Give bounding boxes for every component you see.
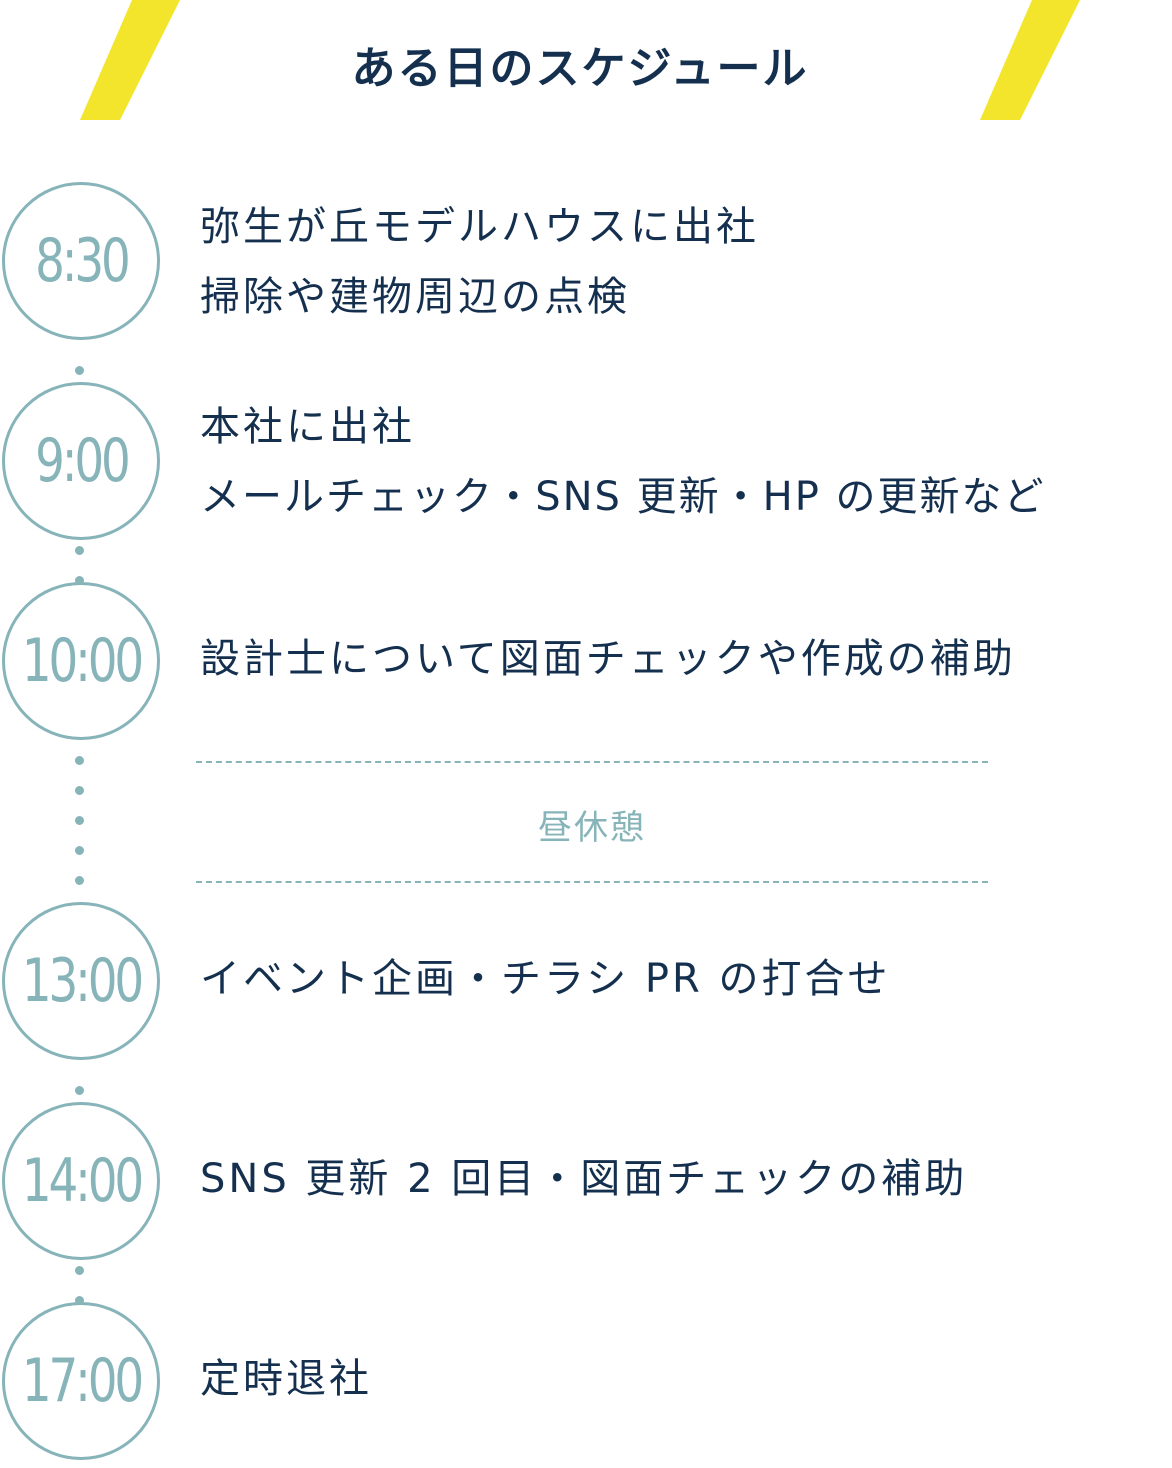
time-label: 8:30	[34, 226, 131, 296]
timeline-dot	[75, 846, 84, 855]
time-label: 10:00	[21, 626, 143, 696]
lunch-break-label: 昼休憩	[538, 808, 646, 848]
time-label: 17:00	[21, 1346, 143, 1416]
timeline-dot	[75, 1296, 84, 1305]
timeline-dot	[75, 756, 84, 765]
schedule-item-1: 弥生が丘モデルハウスに出社 掃除や建物周辺の点検	[200, 192, 759, 332]
item-line: 設計士について図面チェックや作成の補助	[200, 636, 1016, 682]
break-divider-top	[196, 761, 988, 763]
timeline-dot	[75, 576, 84, 585]
schedule-item-2: 本社に出社 メールチェック・SNS 更新・HP の更新など	[200, 392, 1046, 532]
time-circle-0900: 9:00	[2, 382, 160, 540]
schedule-item-4: イベント企画・チラシ PR の打合せ	[200, 944, 891, 1014]
left-slash-decoration	[80, 0, 180, 120]
item-line: SNS 更新 2 回目・図面チェックの補助	[200, 1156, 968, 1202]
item-line: 掃除や建物周辺の点検	[200, 274, 630, 320]
item-line: 弥生が丘モデルハウスに出社	[200, 204, 759, 250]
timeline-dot	[75, 366, 84, 375]
timeline-dot	[75, 876, 84, 885]
item-line: メールチェック・SNS 更新・HP の更新など	[200, 474, 1046, 520]
time-circle-1300: 13:00	[2, 902, 160, 1060]
time-label: 13:00	[21, 946, 143, 1016]
timeline-dot	[75, 786, 84, 795]
time-circle-1700: 17:00	[2, 1302, 160, 1460]
item-line: 本社に出社	[200, 404, 415, 450]
schedule-item-3: 設計士について図面チェックや作成の補助	[200, 624, 1016, 694]
time-circle-1000: 10:00	[2, 582, 160, 740]
timeline-dot	[75, 1266, 84, 1275]
time-circle-0830: 8:30	[2, 182, 160, 340]
timeline-dot	[75, 546, 84, 555]
break-divider-bottom	[196, 881, 988, 883]
timeline-dot	[75, 816, 84, 825]
right-slash-decoration	[980, 0, 1080, 120]
item-line: 定時退社	[200, 1356, 372, 1402]
timeline-dot	[75, 1086, 84, 1095]
time-circle-1400: 14:00	[2, 1102, 160, 1260]
schedule-item-5: SNS 更新 2 回目・図面チェックの補助	[200, 1144, 967, 1214]
schedule-item-6: 定時退社	[200, 1344, 372, 1414]
time-label: 14:00	[21, 1146, 143, 1216]
page-title: ある日のスケジュール	[351, 43, 809, 94]
time-label: 9:00	[34, 426, 131, 496]
item-line: イベント企画・チラシ PR の打合せ	[200, 956, 891, 1002]
